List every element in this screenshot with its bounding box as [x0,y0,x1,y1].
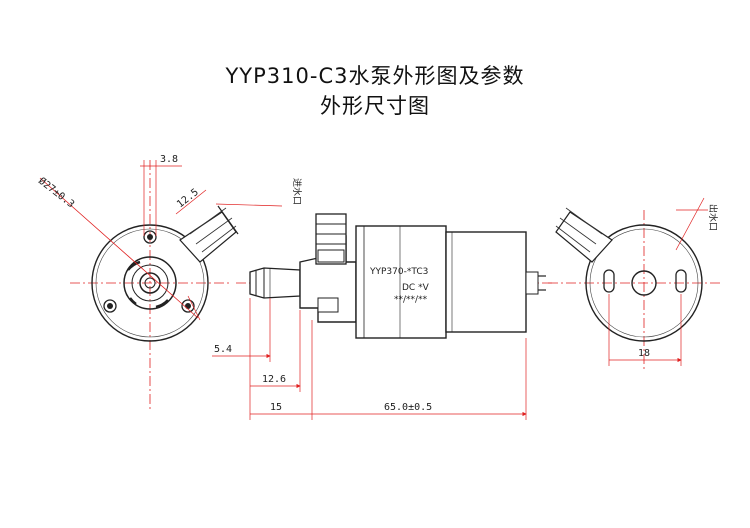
dim-diameter-27: Ø27±0.3 [36,175,77,210]
dim-15: 15 [270,402,282,413]
screw-hole-bottom-right [181,299,195,313]
voltage-text: DC *V [402,283,430,293]
diagram-title: YYP310-C3水泵外形图及参数 [225,64,525,88]
dim-65: 65.0±0.5 [384,402,432,413]
diagram-subtitle: 外形尺寸图 [320,94,430,118]
date-text: **/**/** [394,295,428,305]
front-view [39,160,283,410]
dim-5-4: 5.4 [214,344,232,355]
rear-outlet-nozzle [555,207,613,263]
dim-hole-3-8: 3.8 [160,154,178,165]
side-inlet-nipple [249,267,301,299]
rear-view [548,197,722,372]
inlet-label: 进水口 [291,178,303,205]
screw-hole-bottom-left [103,299,117,313]
side-top-outlet [315,213,347,265]
dim-18: 18 [638,348,650,359]
front-outlet-nozzle [179,205,239,263]
screw-hole-top [143,230,157,244]
model-text: YYP370-*TC3 [369,267,428,277]
dim-12-6: 12.6 [262,374,286,385]
side-view [212,213,552,420]
dim-outlet-12-5: 12.5 [175,187,201,211]
outlet-label: 出水口 [707,204,719,231]
